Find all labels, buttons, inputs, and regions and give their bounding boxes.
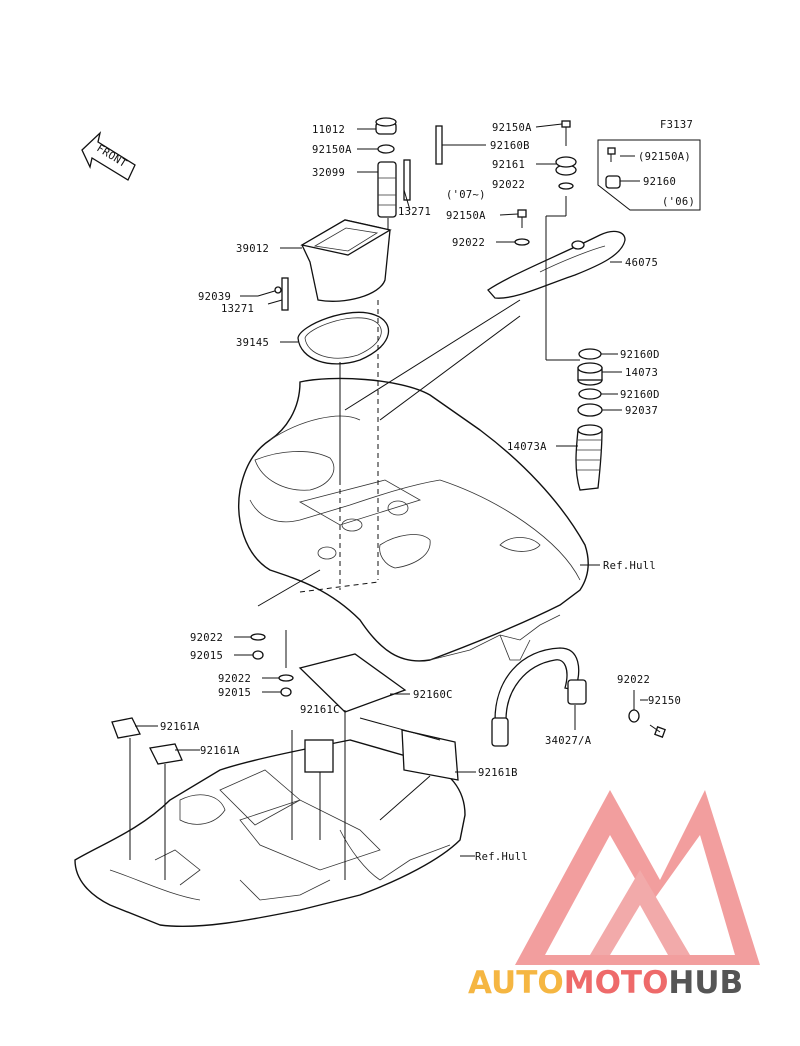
- label-92022-b: 92022: [452, 237, 485, 249]
- bolt-92150: [649, 724, 666, 738]
- hose-14073A: [575, 424, 603, 491]
- label-07: ('07~): [446, 189, 486, 201]
- watermark-moto: MOTO: [564, 965, 669, 1001]
- handle-46075: [487, 230, 626, 299]
- label-92160C: 92160C: [413, 689, 453, 701]
- watermark-logo: [515, 790, 760, 965]
- label-39145: 39145: [236, 337, 269, 349]
- ring-92160D-b: [578, 388, 602, 400]
- washer-92022-a: [558, 182, 574, 190]
- label-13271-a: 13271: [398, 206, 431, 218]
- gasket-39145: [297, 311, 390, 365]
- bracket-13271-b: [281, 277, 289, 311]
- pad-92161C: [304, 739, 334, 773]
- grab-handle-34027: [491, 647, 587, 747]
- nut-92015-a: [252, 650, 264, 660]
- label-92161C: 92161C: [300, 704, 340, 716]
- label-92022-d: 92022: [218, 673, 251, 685]
- lower-hull-outline: [74, 739, 475, 928]
- storage-bin-39012: [300, 219, 392, 302]
- label-06: ('06): [662, 196, 695, 208]
- pad-92161A-b: [149, 743, 183, 765]
- bushing-14073: [577, 362, 603, 386]
- label-92150A-box: (92150A): [638, 151, 691, 163]
- damper-92161: [555, 156, 577, 176]
- label-92022-c: 92022: [190, 632, 223, 644]
- pad-92160C: [298, 653, 407, 713]
- label-92039: 92039: [198, 291, 231, 303]
- label-92160D-b: 92160D: [620, 389, 660, 401]
- ring-92160D-a: [578, 348, 602, 360]
- label-92160D-a: 92160D: [620, 349, 660, 361]
- label-14073A: 14073A: [507, 441, 547, 453]
- label-92150A-a: 92150A: [312, 144, 352, 156]
- cap-11012: [375, 117, 397, 135]
- label-14073: 14073: [625, 367, 658, 379]
- label-92015-a: 92015: [190, 650, 223, 662]
- label-11012: 11012: [312, 124, 345, 136]
- label-92022-a: 92022: [492, 179, 525, 191]
- watermark-hub: HUB: [668, 965, 743, 1001]
- label-92161B: 92161B: [478, 767, 518, 779]
- label-34027: 34027/A: [545, 735, 592, 747]
- label-92161A-a: 92161A: [160, 721, 200, 733]
- label-32099: 32099: [312, 167, 345, 179]
- label-92160: 92160: [643, 176, 676, 188]
- svg-text:AUTOMOTOHUB: AUTOMOTOHUB: [468, 965, 743, 1001]
- label-92150A-top: 92150A: [492, 122, 532, 134]
- front-arrow-icon: FRONT: [81, 131, 136, 181]
- label-13271-b: 13271: [221, 303, 254, 315]
- label-39012: 39012: [236, 243, 269, 255]
- upper-hull-outline: [238, 377, 600, 662]
- label-ref-hull-a: Ref.Hull: [603, 560, 656, 572]
- watermark-auto: AUTO: [468, 965, 564, 1001]
- nut-92015-b: [280, 687, 292, 697]
- label-92015-b: 92015: [218, 687, 251, 699]
- clamp-92037: [577, 403, 603, 417]
- pad-92161B: [401, 729, 459, 781]
- oring-92150A: [377, 144, 395, 154]
- cylinder-32099: [377, 161, 397, 218]
- bolt-92150A-b: [517, 209, 527, 228]
- label-92150: 92150: [648, 695, 681, 707]
- bolt-92150A-top: [561, 120, 571, 146]
- label-92160B: 92160B: [490, 140, 530, 152]
- label-46075: 46075: [625, 257, 658, 269]
- washer-92022-e: [628, 709, 640, 723]
- label-92037: 92037: [625, 405, 658, 417]
- label-92150A-b: 92150A: [446, 210, 486, 222]
- washer-92022-d: [278, 674, 294, 682]
- figure-code: F3137: [660, 119, 693, 131]
- inset-box-06: [597, 139, 701, 211]
- seal-92160B: [435, 125, 443, 165]
- washer-92022-c: [250, 633, 266, 641]
- label-92161A-b: 92161A: [200, 745, 240, 757]
- washer-92022-b: [514, 238, 530, 246]
- label-92161: 92161: [492, 159, 525, 171]
- leader-lines: [129, 123, 648, 880]
- label-92022-e: 92022: [617, 674, 650, 686]
- pad-92161A-a: [111, 717, 141, 739]
- label-ref-hull-b: Ref.Hull: [475, 851, 528, 863]
- screw-92039: [257, 286, 282, 297]
